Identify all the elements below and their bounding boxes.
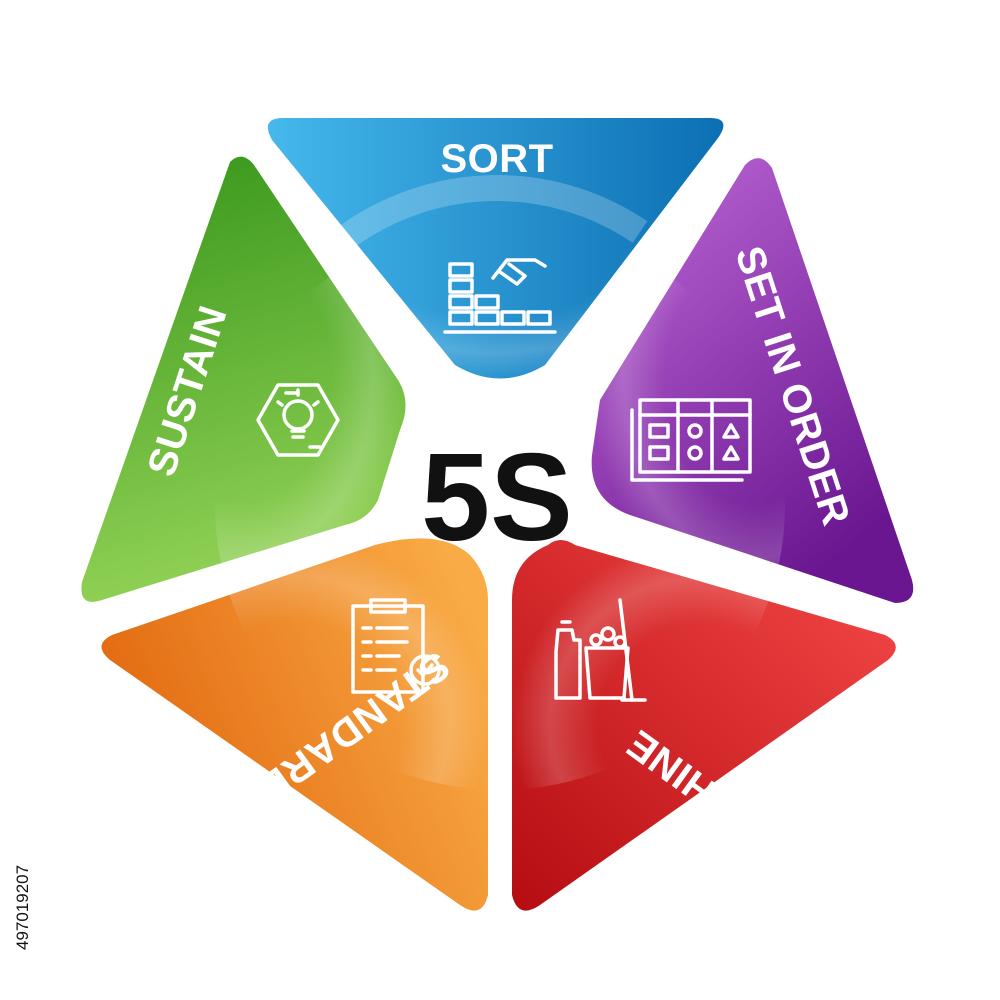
sorting-blocks-hand-icon <box>443 258 557 334</box>
side-id-label: 497019207 <box>13 865 32 950</box>
side-id-text: 497019207 <box>13 865 32 950</box>
organized-board-icon <box>630 398 752 482</box>
center-title: 5S <box>421 429 573 567</box>
segment-label-sort: SORT <box>440 137 553 181</box>
segment-shine: SHINE <box>512 540 896 911</box>
checklist-clipboard-icon <box>351 598 441 694</box>
segment-standardize: STANDARDIZE <box>101 538 488 911</box>
lightbulb-cycle-icon <box>256 383 340 457</box>
segment-sustain: SUSTAIN <box>81 156 406 602</box>
segment-sort: SORT <box>267 118 724 379</box>
cleaning-supplies-icon <box>554 598 647 702</box>
